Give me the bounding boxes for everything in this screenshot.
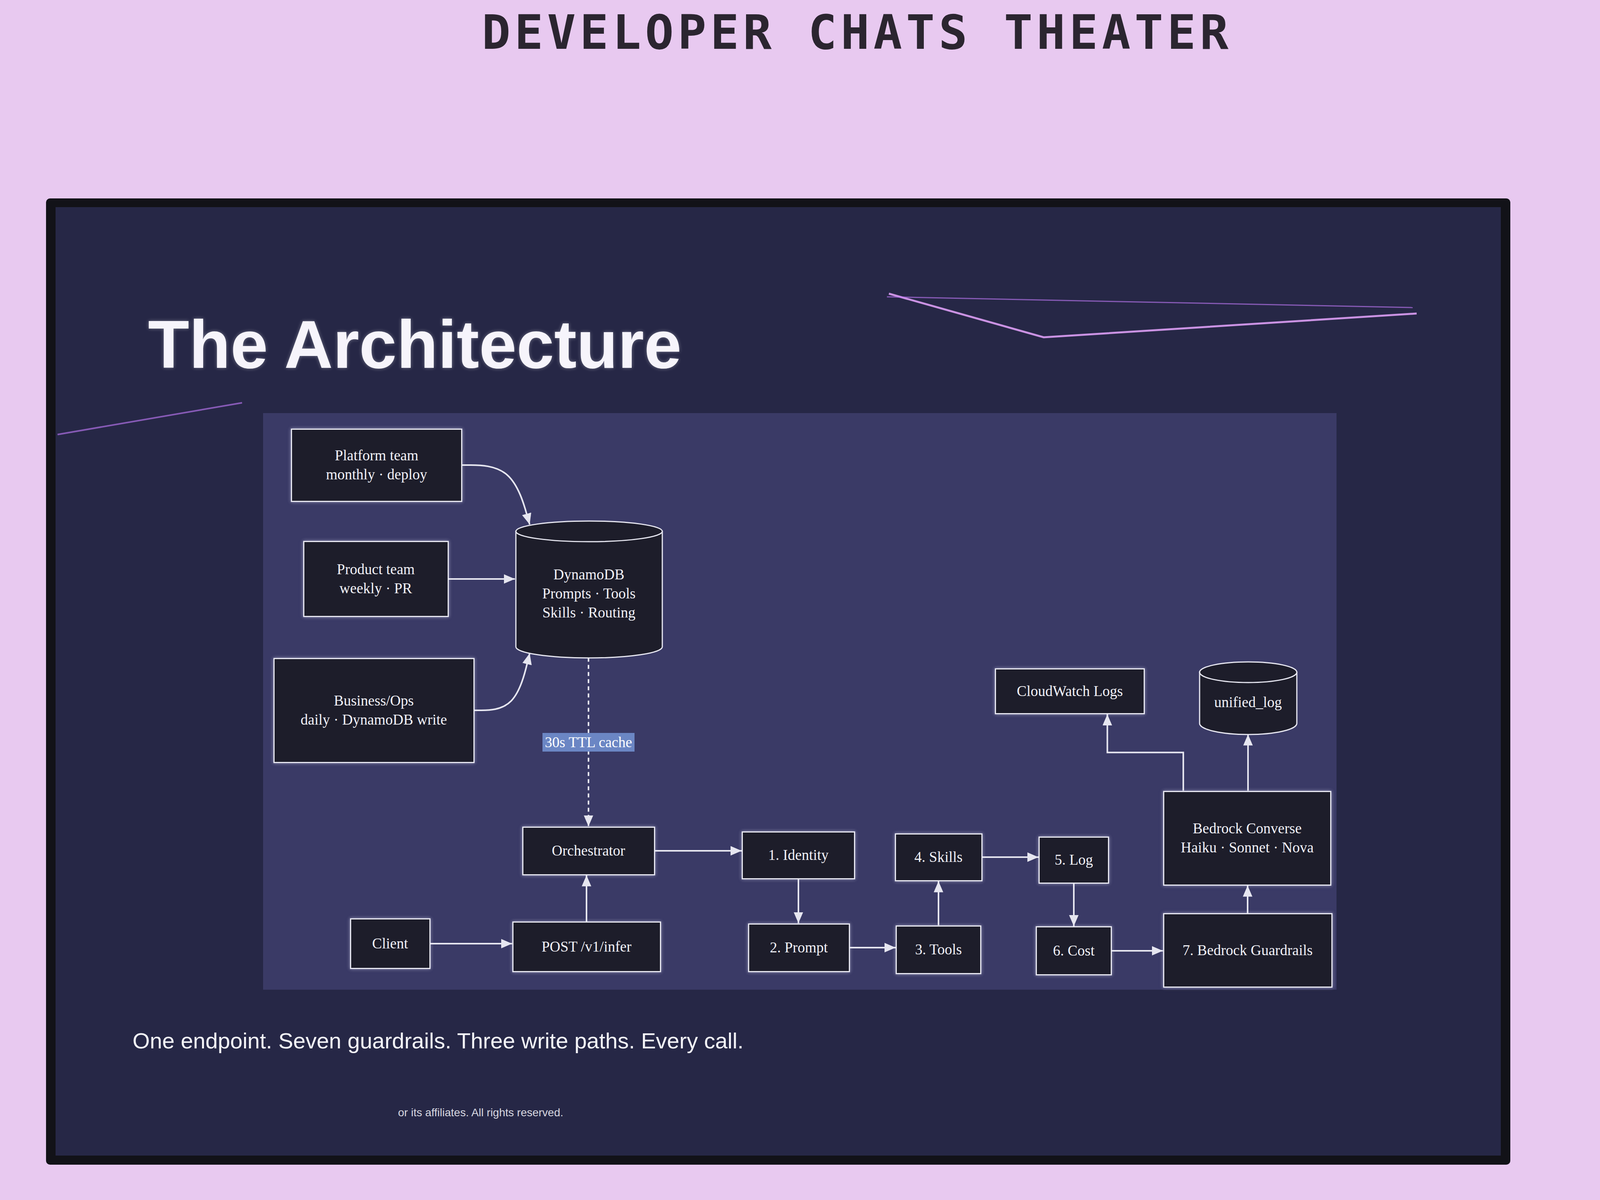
arrow-connector [850,946,897,949]
edge-label: 30s TTL cache [542,732,635,752]
arrow-connector [982,856,1039,858]
node-text: Skills · Routing [542,603,636,623]
process-box: 2. Prompt [748,923,850,973]
node-text: 3. Tools [915,940,962,960]
node-text: Orchestrator [551,841,626,861]
node-text: Haiku · Sonnet · Nova [1180,838,1314,858]
database-cylinder: DynamoDBPrompts · ToolsSkills · Routing [515,520,664,658]
arrow-connector [1107,714,1184,791]
process-box: Platform teammonthly · deploy [290,428,463,502]
arrow-connector [655,850,743,852]
diagram-panel [263,413,1337,990]
process-box: 5. Log [1038,836,1110,884]
venue-sign: DEVELOPER CHATS THEATER [481,4,1233,60]
node-text: Bedrock Converse [1192,819,1302,839]
arrow-connector [448,578,516,580]
neon-line [57,402,243,435]
node-text: Product team [336,559,415,579]
process-box: 1. Identity [741,831,856,880]
process-box: 6. Cost [1035,926,1112,976]
node-text: 1. Identity [768,845,829,865]
node-text: 2. Prompt [769,938,828,958]
node-text: Prompts · Tools [542,584,636,604]
arrow-connector [430,942,513,945]
node-text: unified_log [1214,692,1283,712]
arrow-connector [937,881,940,926]
arrow-connector [474,653,530,711]
node-text: daily · DynamoDB write [300,710,448,730]
arrow-connector [1111,950,1164,952]
database-cylinder: unified_log [1198,661,1298,735]
node-text: Client [372,934,408,954]
process-box: CloudWatch Logs [994,668,1145,715]
cylinder-body [515,531,663,658]
neon-line [886,296,1413,308]
footer-text: or its affiliates. All rights reserved. [398,1106,564,1120]
arrow-connector [797,879,800,924]
node-text: 5. Log [1054,850,1094,870]
process-box: Client [350,918,431,970]
screen-frame [46,198,1511,1165]
arrow-connector [585,875,588,922]
arrow-connector [1073,883,1075,927]
cylinder-top [1199,661,1297,683]
node-text: 6. Cost [1053,941,1095,961]
arrow-connector [462,465,530,525]
node-text: Business/Ops [333,691,414,711]
arrow-connector [1247,734,1249,791]
process-box: 7. Bedrock Guardrails [1163,913,1333,988]
slide-title: The Architecture [148,305,682,384]
process-box: Product teamweekly · PR [303,540,449,618]
node-text: 4. Skills [914,847,963,867]
node-text: 7. Bedrock Guardrails [1182,940,1313,960]
process-box: 4. Skills [894,833,983,882]
arrow-connector [1246,885,1249,914]
process-box: POST /v1/infer [512,921,662,973]
process-box: Orchestrator [522,826,656,876]
process-box: Bedrock ConverseHaiku · Sonnet · Nova [1163,790,1332,886]
node-text: monthly · deploy [326,465,428,485]
cylinder-top [515,521,663,542]
node-text: DynamoDB [553,565,625,585]
node-text: CloudWatch Logs [1016,681,1123,701]
node-text: Platform team [334,446,419,466]
slide-ground [55,207,1501,1156]
process-box: Business/Opsdaily · DynamoDB write [273,657,475,764]
node-text: POST /v1/infer [541,937,632,957]
neon-line [888,293,1417,338]
process-box: 3. Tools [895,925,982,975]
slide-caption: One endpoint. Seven guardrails. Three wr… [132,1027,744,1054]
node-text: weekly · PR [339,578,413,599]
